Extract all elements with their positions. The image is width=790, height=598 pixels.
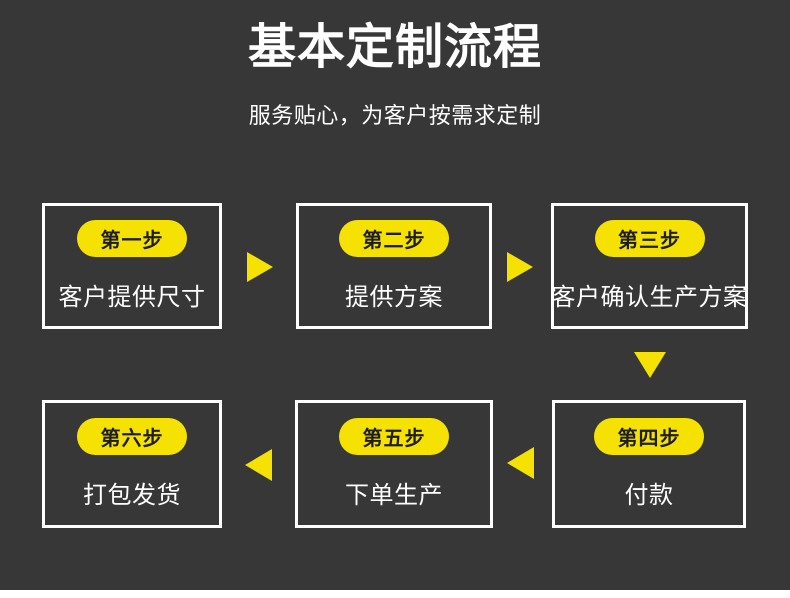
step-label-4: 付款 [624, 482, 674, 509]
step-label-3: 客户确认生产方案 [551, 284, 748, 311]
page-subtitle: 服务贴心，为客户按需求定制 [248, 103, 542, 128]
step-badge-4-text: 第四步 [617, 428, 681, 450]
arrow-right-icon [247, 252, 273, 282]
step-badge-3-text: 第三步 [618, 230, 681, 252]
arrow-down-icon [634, 352, 666, 378]
step-box-4: 第四步 付款 [552, 400, 746, 528]
arrow-left-icon [507, 447, 534, 479]
step-badge-1: 第一步 [77, 220, 187, 257]
step-badge-2-text: 第二步 [362, 230, 426, 252]
step-box-1: 第一步 客户提供尺寸 [42, 203, 222, 329]
step-badge-2: 第二步 [339, 220, 449, 257]
arrow-right-icon [507, 252, 533, 282]
step-badge-5: 第五步 [339, 418, 449, 455]
bottom-white-strip [0, 590, 790, 598]
step-badge-4: 第四步 [594, 418, 704, 455]
page-title: 基本定制流程 [247, 21, 542, 74]
step-badge-6-text: 第六步 [100, 428, 164, 450]
step-box-3: 第三步 客户确认生产方案 [551, 203, 748, 329]
step-box-2: 第二步 提供方案 [296, 203, 492, 329]
arrow-left-icon [245, 449, 272, 481]
step-badge-3: 第三步 [594, 220, 705, 257]
step-box-6: 第六步 打包发货 [42, 400, 222, 528]
step-badge-6: 第六步 [77, 418, 187, 455]
step-label-5: 下单生产 [345, 482, 443, 509]
step-label-1: 客户提供尺寸 [58, 284, 206, 311]
step-label-6: 打包发货 [83, 482, 181, 509]
step-label-2: 提供方案 [345, 284, 443, 311]
step-badge-1-text: 第一步 [100, 230, 164, 252]
step-badge-5-text: 第五步 [362, 428, 426, 450]
step-box-5: 第五步 下单生产 [295, 400, 493, 528]
